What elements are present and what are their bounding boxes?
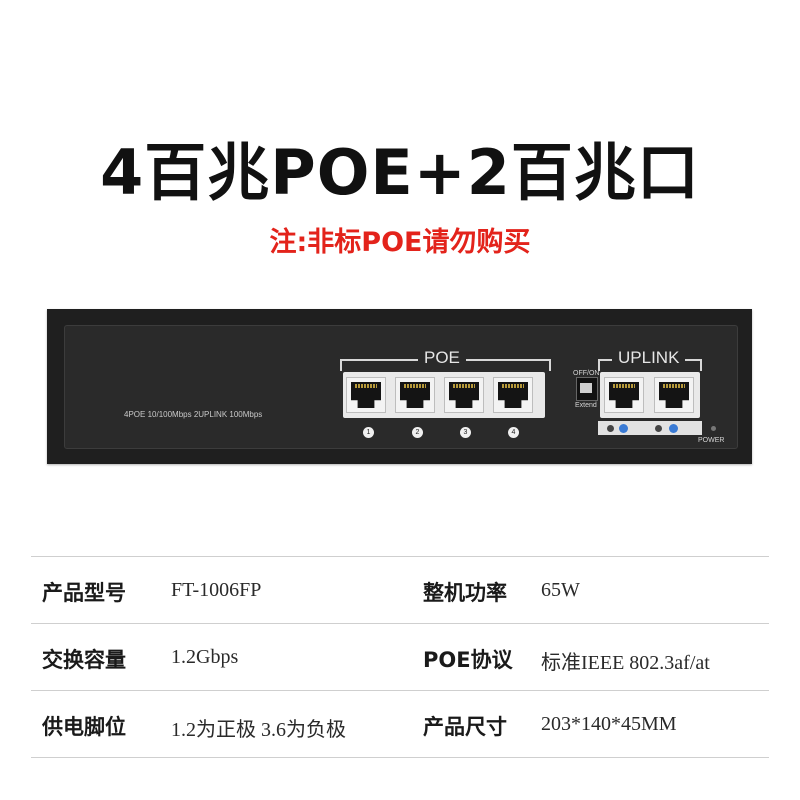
spec-row: 产品型号 FT-1006FP 整机功率 65W xyxy=(31,556,769,623)
switch-off-on-label: OFF/ON xyxy=(573,370,600,377)
product-title: 4百兆POE+2百兆口 xyxy=(100,136,700,209)
spec-row: 供电脚位 1.2为正极 3.6为负极 产品尺寸 203*140*45MM xyxy=(31,690,769,758)
ethernet-port-4 xyxy=(493,377,533,413)
warning-note: 注:非标POE请勿购买 xyxy=(269,227,531,258)
poe-bracket: POE xyxy=(340,349,551,371)
spec-label: 交换容量 xyxy=(42,648,126,672)
port-number-1: 1 xyxy=(363,427,374,438)
spec-row: 交换容量 1.2Gbps POE协议 标准IEEE 802.3af/at xyxy=(31,623,769,690)
ethernet-port-1 xyxy=(346,377,386,413)
switch-front-panel: 4POE 10/100Mbps 2UPLINK 100Mbps POE 1 2 … xyxy=(64,325,738,449)
link-led-6 xyxy=(655,425,662,432)
spec-label: 供电脚位 xyxy=(42,715,126,739)
extend-label: Extend xyxy=(575,402,597,409)
spec-label: 整机功率 xyxy=(423,581,507,605)
model-description-text: 4POE 10/100Mbps 2UPLINK 100Mbps xyxy=(124,410,263,419)
poe-port-group xyxy=(343,372,545,418)
power-led xyxy=(711,426,716,431)
spec-value: 65W xyxy=(541,579,580,601)
uplink-number-5-badge xyxy=(619,424,628,433)
ethernet-port-2 xyxy=(395,377,435,413)
uplink-port-5 xyxy=(604,377,644,413)
extend-toggle-switch xyxy=(576,377,598,401)
spec-value: 203*140*45MM xyxy=(541,713,677,735)
spec-label: 产品型号 xyxy=(42,581,126,605)
uplink-port-group xyxy=(600,372,700,418)
uplink-label: UPLINK xyxy=(612,349,686,367)
port-number-3: 3 xyxy=(460,427,471,438)
link-led-5 xyxy=(607,425,614,432)
uplink-port-6 xyxy=(654,377,694,413)
spec-label: POE协议 xyxy=(423,648,513,672)
poe-label: POE xyxy=(418,349,466,367)
ethernet-port-3 xyxy=(444,377,484,413)
uplink-number-6-badge xyxy=(669,424,678,433)
spec-value: 1.2Gbps xyxy=(171,646,239,668)
spec-value: 1.2为正极 3.6为负极 xyxy=(171,719,346,741)
switch-device-image: 4POE 10/100Mbps 2UPLINK 100Mbps POE 1 2 … xyxy=(47,309,752,464)
port-number-2: 2 xyxy=(412,427,423,438)
spec-value: FT-1006FP xyxy=(171,579,262,601)
uplink-bracket: UPLINK xyxy=(598,349,702,371)
spec-table: 产品型号 FT-1006FP 整机功率 65W 交换容量 1.2Gbps POE… xyxy=(31,556,769,758)
power-label: POWER xyxy=(698,437,725,444)
uplink-led-strip xyxy=(598,421,702,435)
port-number-4: 4 xyxy=(508,427,519,438)
spec-value: 标准IEEE 802.3af/at xyxy=(541,652,710,674)
spec-label: 产品尺寸 xyxy=(423,715,507,739)
